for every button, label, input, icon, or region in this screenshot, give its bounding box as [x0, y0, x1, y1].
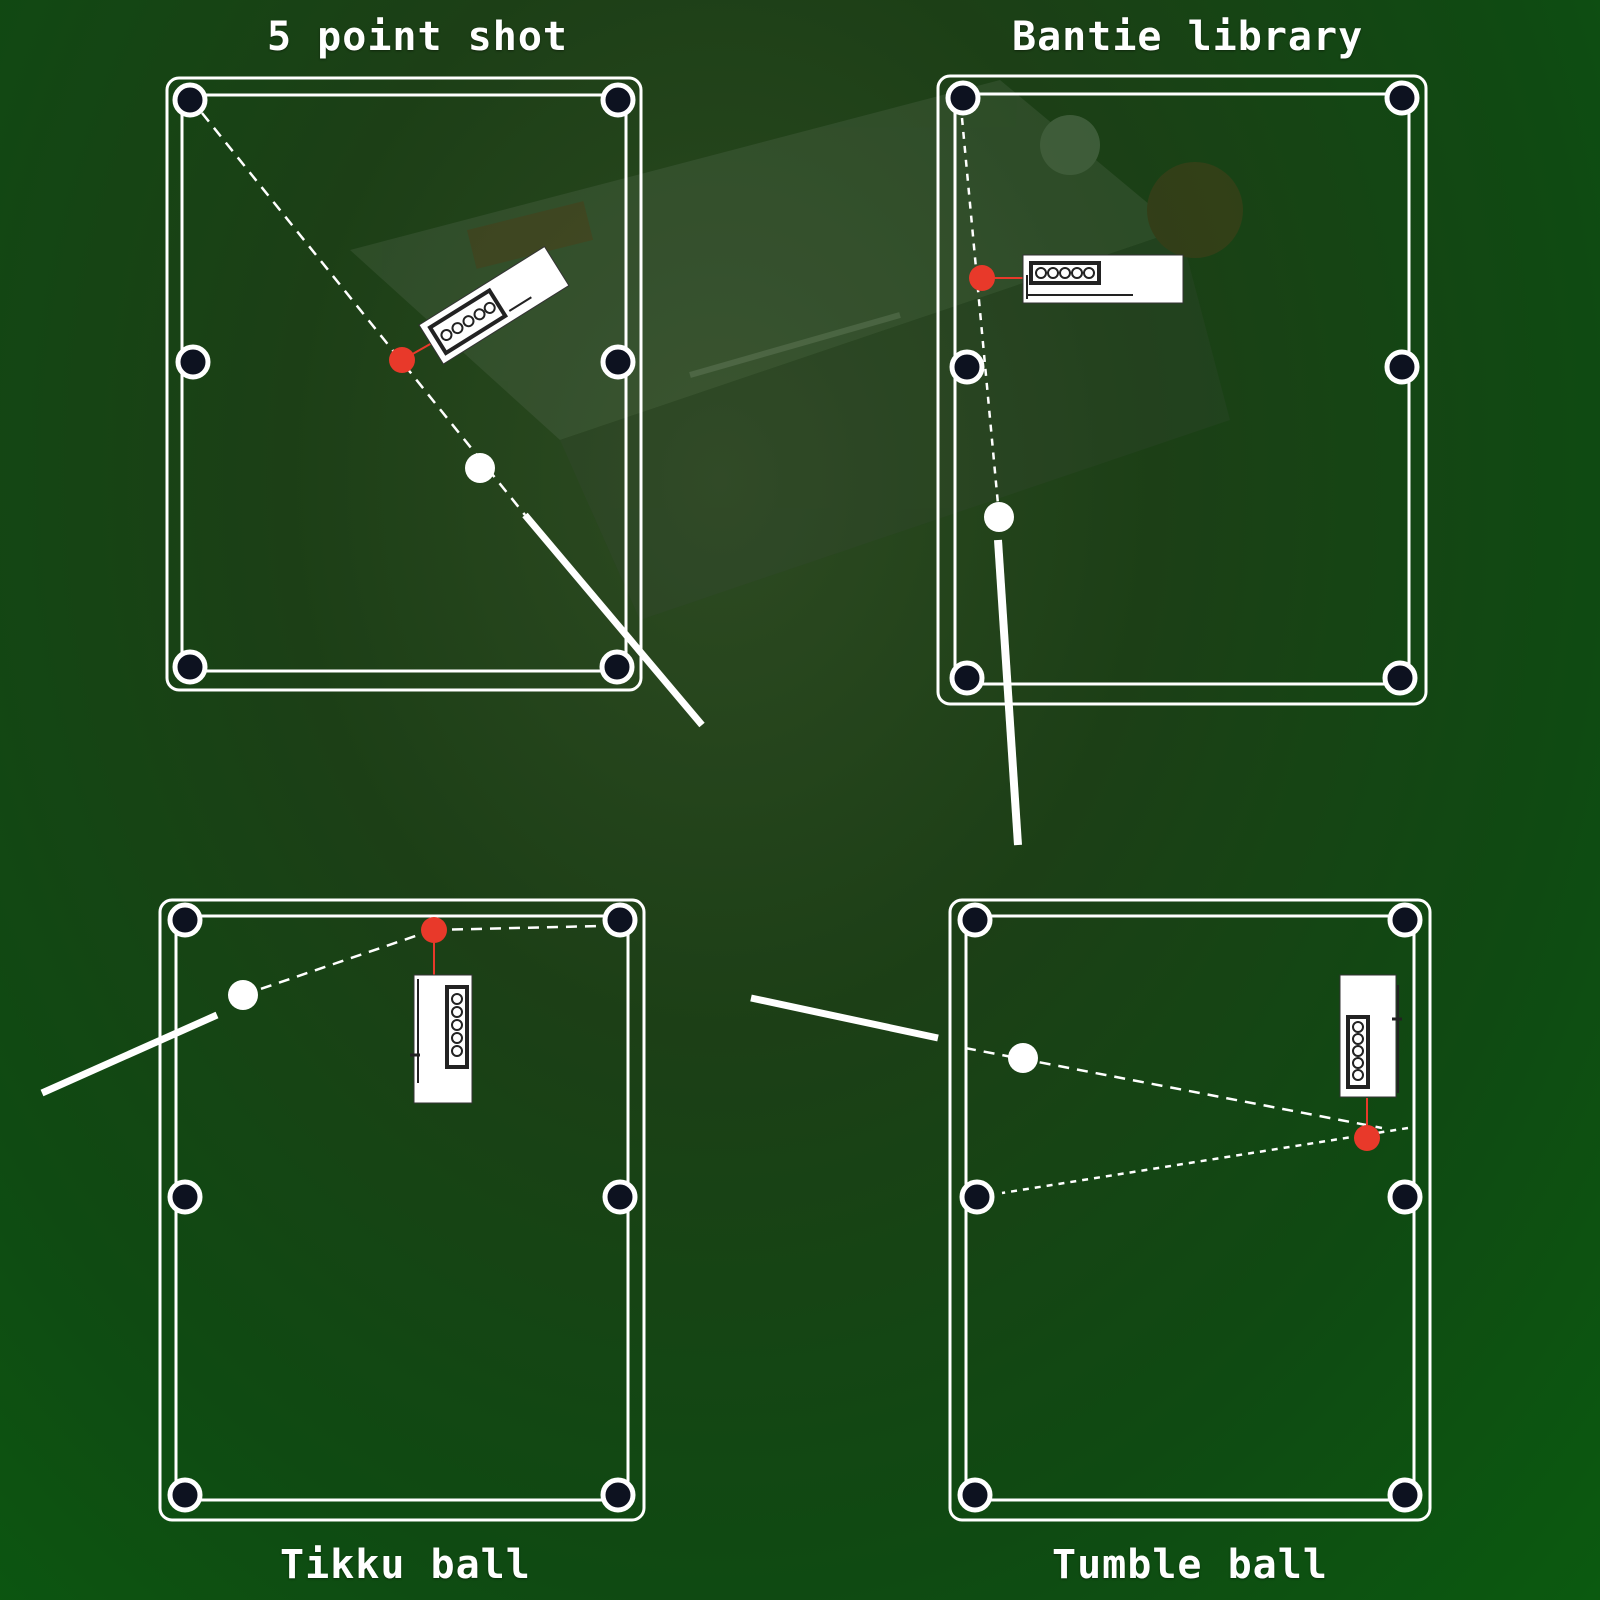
cue-stick — [994, 539, 1022, 846]
aim-path-to-target — [242, 928, 434, 997]
cue-ball — [465, 453, 495, 483]
aim-path — [960, 117, 1001, 516]
diagram-title-tikku-ball: Tikku ball — [280, 1542, 531, 1588]
pocket — [959, 1179, 995, 1215]
pocket — [602, 902, 638, 938]
pockets — [167, 902, 638, 1513]
score-card-icon — [418, 245, 570, 365]
aim-path-to-target — [964, 1046, 1383, 1130]
table-outer-rail — [158, 898, 646, 1522]
pocket — [600, 82, 636, 118]
diagram-tikku-ball — [40, 898, 646, 1522]
diagram-tumble-ball — [750, 898, 1432, 1522]
cue-stick — [522, 512, 705, 728]
table-inner-rail — [953, 92, 1411, 686]
pocket — [175, 344, 211, 380]
pockets — [172, 82, 636, 685]
target-ball — [1354, 1125, 1380, 1151]
pocket — [167, 1179, 203, 1215]
pocket — [957, 1477, 993, 1513]
pocket — [172, 649, 208, 685]
pocket — [945, 80, 981, 116]
pocket — [1382, 660, 1418, 696]
pocket — [949, 349, 985, 385]
cue-ball — [228, 980, 258, 1010]
pocket — [949, 660, 985, 696]
table-outer-rail — [936, 74, 1428, 706]
cue-ball — [1008, 1043, 1038, 1073]
target-ball — [969, 265, 995, 291]
pocket — [172, 82, 208, 118]
table-outer-rail — [165, 76, 643, 692]
pockets — [957, 902, 1423, 1513]
diagram-5-point-shot — [165, 76, 705, 728]
diagram-title-5-point-shot: 5 point shot — [267, 14, 568, 60]
pocket — [600, 344, 636, 380]
table-outer-rail — [948, 898, 1432, 1522]
target-ball — [389, 347, 415, 373]
pocket — [1387, 1477, 1423, 1513]
aim-path-to-pocket — [432, 924, 601, 932]
score-card-icon — [1339, 974, 1402, 1098]
target-ball — [421, 917, 447, 943]
cue-stick — [750, 994, 939, 1042]
score-card-icon — [1022, 254, 1184, 304]
pocket — [599, 649, 635, 685]
pocket — [1384, 80, 1420, 116]
pocket — [957, 902, 993, 938]
diagram-title-bantie-library: Bantie library — [1012, 14, 1364, 60]
diagram-bantie-library — [936, 74, 1428, 846]
table-inner-rail — [180, 93, 628, 673]
pocket — [167, 902, 203, 938]
pocket — [1387, 1179, 1423, 1215]
pocket — [600, 1477, 636, 1513]
pocket — [167, 1477, 203, 1513]
score-card-icon — [410, 974, 473, 1104]
pocket — [1384, 349, 1420, 385]
cue-ball — [984, 502, 1014, 532]
aim-path — [201, 112, 526, 516]
diagram-title-tumble-ball: Tumble ball — [1052, 1542, 1328, 1588]
pocket — [1387, 902, 1423, 938]
pocket — [602, 1179, 638, 1215]
cue-stick — [40, 1011, 219, 1097]
aim-path-to-pocket — [1001, 1126, 1409, 1195]
pockets — [945, 80, 1420, 696]
